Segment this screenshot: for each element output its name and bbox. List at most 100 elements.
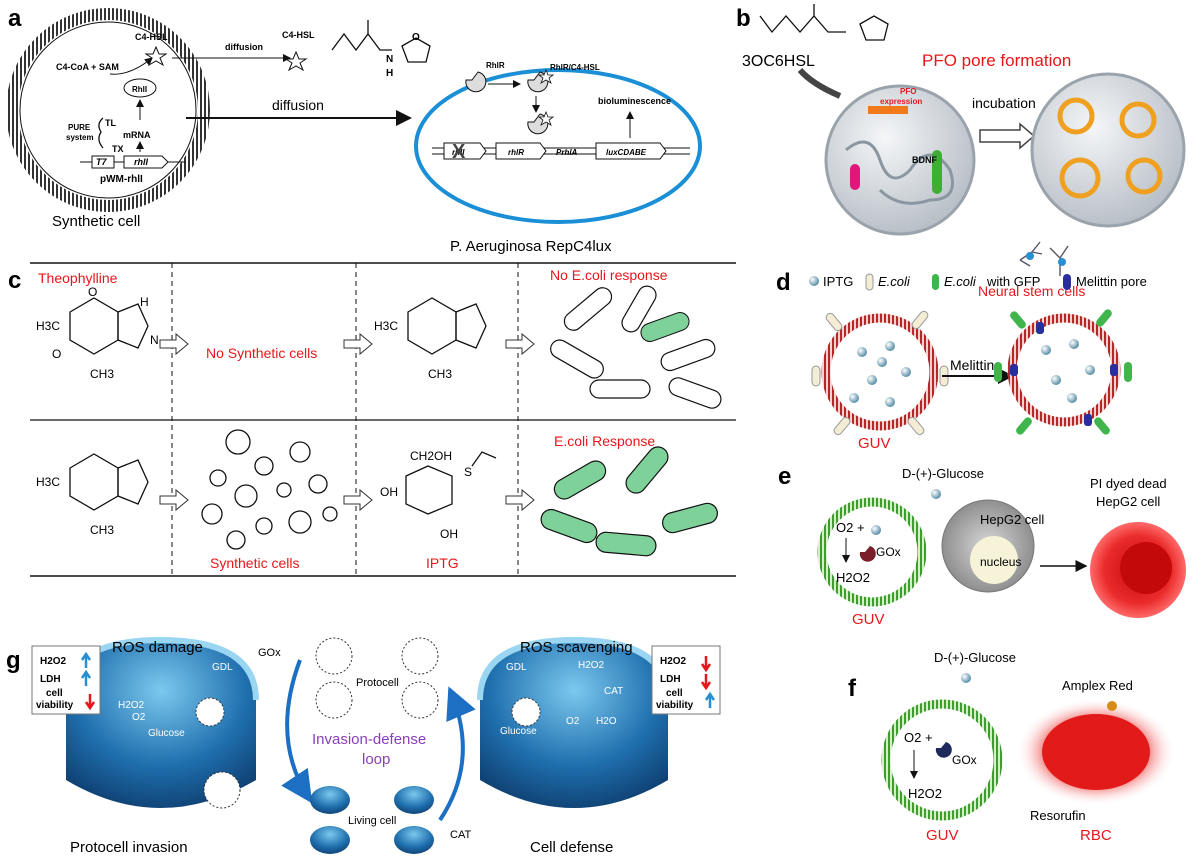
defense-h2o2-down-icon [700, 656, 712, 673]
hepg2-label: HepG2 cell [980, 512, 1044, 527]
h-1: H [140, 295, 149, 309]
panel-letter-e: e [778, 463, 791, 490]
defense-ldh: LDH [660, 674, 681, 685]
pink-protein [850, 164, 860, 190]
d-ecoli-gfp-outside [994, 309, 1132, 435]
tl-label: TL [105, 118, 116, 128]
loop-label-1: Invasion-defense [312, 731, 426, 748]
legend-iptg-icon [809, 276, 819, 286]
e-glucose-inside [871, 525, 881, 535]
ecoli-gfp-lone [640, 312, 690, 342]
g-o2: O2 [132, 712, 146, 723]
f-guv [881, 699, 1003, 821]
diffusion-main-label: diffusion [272, 97, 324, 113]
hepg2-nucleus [970, 536, 1018, 584]
melittin-label: Melittin [950, 357, 994, 373]
ch3-1: CH3 [90, 367, 114, 381]
c4-hsl-inner-label: C4-HSL [135, 32, 168, 42]
mrna-label: mRNA [123, 130, 151, 140]
pfo-gene [868, 106, 908, 114]
cat-arrow [438, 686, 476, 822]
damage-h2o2: H2O2 [40, 656, 67, 667]
panel-g: g ROS damage H2O2 LDH cell viability H2O… [6, 636, 721, 856]
plasmid-label: pWM-rhlI [100, 174, 143, 185]
damage-ldh-up-icon [80, 669, 92, 686]
neuron-body-1 [1026, 252, 1034, 260]
defense-cell-2: viability [656, 700, 694, 711]
theophylline-structure-3: H3C CH3 [36, 453, 149, 537]
rhli-gene-box [123, 155, 169, 169]
c-arrow-5 [343, 488, 373, 512]
g-o2-2: O2 [566, 716, 580, 727]
d-iptg-inside-2 [1041, 339, 1095, 403]
rhli-protein [123, 78, 157, 98]
g-h2o2-2: H2O2 [578, 660, 605, 671]
pfo-pore-1 [1057, 97, 1095, 135]
diffusion-top-label: diffusion [225, 42, 263, 52]
entry-arrow [797, 67, 842, 99]
pfo-pore-3 [1059, 157, 1101, 199]
g-protocell-defense [511, 697, 541, 727]
ros-scavenging-label: ROS scavenging [520, 639, 633, 656]
gene-rhlr-label: rhlR [508, 148, 524, 157]
legend-iptg: IPTG [823, 274, 853, 289]
panel-letter-b: b [736, 5, 751, 32]
3oc6-chain [759, 15, 846, 34]
legend-ecoli: E.coli [878, 274, 911, 289]
e-h2o2: H2O2 [836, 570, 870, 585]
rhli-protein-label: RhlI [132, 85, 147, 94]
b-pore-cell [1030, 72, 1186, 228]
gene-rhli-label: rhlI [452, 148, 465, 157]
h3c-2: H3C [374, 319, 398, 333]
d-guv-2 [1007, 313, 1121, 427]
ch3-3: CH3 [90, 523, 114, 537]
lactone-ring [401, 37, 431, 63]
no-response-label: No E.coli response [550, 267, 668, 283]
d-guv-1 [821, 313, 939, 431]
iptg-label: IPTG [426, 555, 459, 571]
pfo-title: PFO pore formation [922, 51, 1071, 70]
e-glucose-sphere [931, 489, 941, 499]
iptg-structure: CH2OH OH OH S [380, 449, 497, 541]
damage-ldh: LDH [40, 674, 61, 685]
resorufin-label: Resorufin [1030, 808, 1086, 823]
panel-c: c Theophylline H3C CH3 O O H N No Synthe… [8, 262, 736, 577]
g-glucose: Glucose [148, 728, 185, 739]
d-melittin-pores [1010, 322, 1118, 426]
s-label: S [464, 465, 472, 479]
damage-cell-1: cell [46, 688, 63, 699]
c4-o-ring: O [412, 32, 420, 43]
panel-e: e D-(+)-Glucose O2 + GOx H2O2 HepG2 cell… [778, 463, 1186, 628]
gene-rhlr-box [495, 142, 547, 160]
g-h2o2-inside: H2O2 [118, 700, 145, 711]
panel-letter-f: f [848, 675, 857, 702]
synthetic-cells-label: Synthetic cells [210, 555, 299, 571]
legend-gfp-2: with GFP [986, 274, 1040, 289]
c-arrow-1 [159, 332, 189, 356]
pfo-pore-2 [1119, 101, 1157, 139]
cat-arrow-label: CAT [450, 829, 471, 841]
defense-viability-up-icon [704, 691, 716, 708]
f-gox: GOx [952, 753, 977, 767]
invasion-label: Protocell invasion [70, 839, 188, 856]
h3c-1: H3C [36, 319, 60, 333]
theophylline-label: Theophylline [38, 270, 118, 286]
e-gox-icon [859, 546, 876, 562]
green-protein [932, 150, 942, 194]
loop-label-2: loop [362, 751, 390, 768]
tx-label: TX [112, 144, 124, 154]
dead-hepg2-nucleus [1120, 542, 1172, 594]
incubation-label: incubation [972, 95, 1036, 111]
c4-hsl-outer-label: C4-HSL [282, 30, 315, 40]
f-guv-label: GUV [926, 827, 959, 844]
rbc-label: RBC [1080, 827, 1112, 844]
amplex-label: Amplex Red [1062, 678, 1133, 693]
synthetic-cell-label: Synthetic cell [52, 213, 140, 230]
c4-n: N [386, 54, 393, 65]
g-protocell-entering [203, 771, 241, 809]
bdnf-label: BDNF [912, 155, 937, 165]
ch3-2: CH3 [428, 367, 452, 381]
3oc6-ring [859, 15, 889, 41]
f-h2o2: H2O2 [908, 786, 942, 801]
n-1: N [150, 333, 159, 347]
